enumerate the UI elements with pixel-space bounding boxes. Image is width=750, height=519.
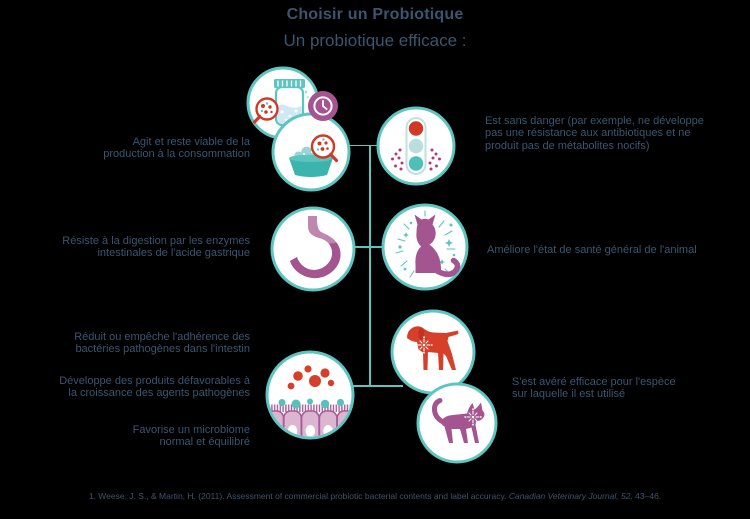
label-line: pas une résistance aux antibiotiques et … bbox=[485, 127, 691, 140]
label-line: Développe des produits défavorables à bbox=[59, 375, 250, 387]
label-line: Favorise un microbiome bbox=[132, 424, 250, 436]
label-line: Agit et reste viable de la bbox=[132, 136, 250, 148]
label-line: normal et équilibré bbox=[159, 436, 251, 449]
label-line: bactéries pathogènes dans l'intestin bbox=[75, 343, 250, 356]
label-digestion: Résiste à la digestion par les enzymes i… bbox=[10, 235, 250, 260]
label-adherence: Réduit ou empêche l'adhérence des bactér… bbox=[10, 331, 250, 356]
traffic-light-circle bbox=[376, 106, 456, 186]
label-line: Améliore l'état de santé général de l'an… bbox=[487, 244, 697, 256]
citation-text: 1. Weese, J. S., & Martin, H. (2011). As… bbox=[88, 491, 509, 501]
label-line: produit pas de métabolites nocifs) bbox=[485, 139, 650, 152]
healthy-cat-circle bbox=[381, 203, 469, 291]
label-produits: Développe des produits défavorables à la… bbox=[10, 375, 250, 400]
healthy-cat-icon bbox=[381, 203, 469, 291]
label-microbiome: Favorise un microbiome normal et équilib… bbox=[10, 424, 250, 449]
connector-row2 bbox=[355, 246, 382, 248]
gut-lining-circle bbox=[265, 350, 355, 440]
connector-row1 bbox=[349, 144, 378, 147]
food-bowl-circle bbox=[271, 112, 351, 192]
label-viable: Agit et reste viable de la production à … bbox=[10, 136, 250, 161]
citation-journal: Canadian Veterinary Journal, 52, bbox=[508, 491, 633, 501]
gut-lining-icon bbox=[265, 350, 355, 440]
cat-circle bbox=[416, 382, 498, 464]
label-line: S'est avéré efficace pour l'espèce bbox=[512, 376, 676, 388]
citation: 1. Weese, J. S., & Martin, H. (2011). As… bbox=[0, 491, 750, 501]
label-line: production à la consommation bbox=[103, 148, 250, 161]
label-line: Est sans danger (par exemple, ne dévelop… bbox=[485, 115, 704, 127]
label-line: Réduit ou empêche l'adhérence des bbox=[74, 331, 250, 343]
label-sante: Améliore l'état de santé général de l'an… bbox=[487, 244, 722, 256]
connector-row3 bbox=[353, 385, 403, 387]
food-bowl-icon bbox=[271, 112, 351, 192]
traffic-light-icon bbox=[376, 106, 456, 186]
citation-pages: 43–46. bbox=[632, 491, 662, 501]
label-line: Résiste à la digestion par les enzymes bbox=[62, 235, 250, 247]
stomach-circle bbox=[270, 206, 356, 292]
label-line: sur laquelle il est utilisé bbox=[512, 388, 626, 401]
clock-badge bbox=[308, 91, 338, 121]
label-espece: S'est avéré efficace pour l'espèce sur l… bbox=[512, 376, 747, 401]
clock-icon bbox=[308, 91, 338, 121]
connector-vertical bbox=[369, 144, 371, 387]
label-sans-danger: Est sans danger (par exemple, ne dévelop… bbox=[485, 115, 720, 152]
page-title: Choisir un Probiotique bbox=[286, 6, 464, 23]
cat-icon bbox=[416, 382, 498, 464]
label-line: la croissance des agents pathogènes bbox=[68, 387, 250, 400]
label-line: intestinales de l'acide gastrique bbox=[97, 247, 250, 260]
stomach-icon bbox=[270, 206, 356, 292]
page-subtitle: Un probiotique efficace : bbox=[283, 31, 467, 50]
